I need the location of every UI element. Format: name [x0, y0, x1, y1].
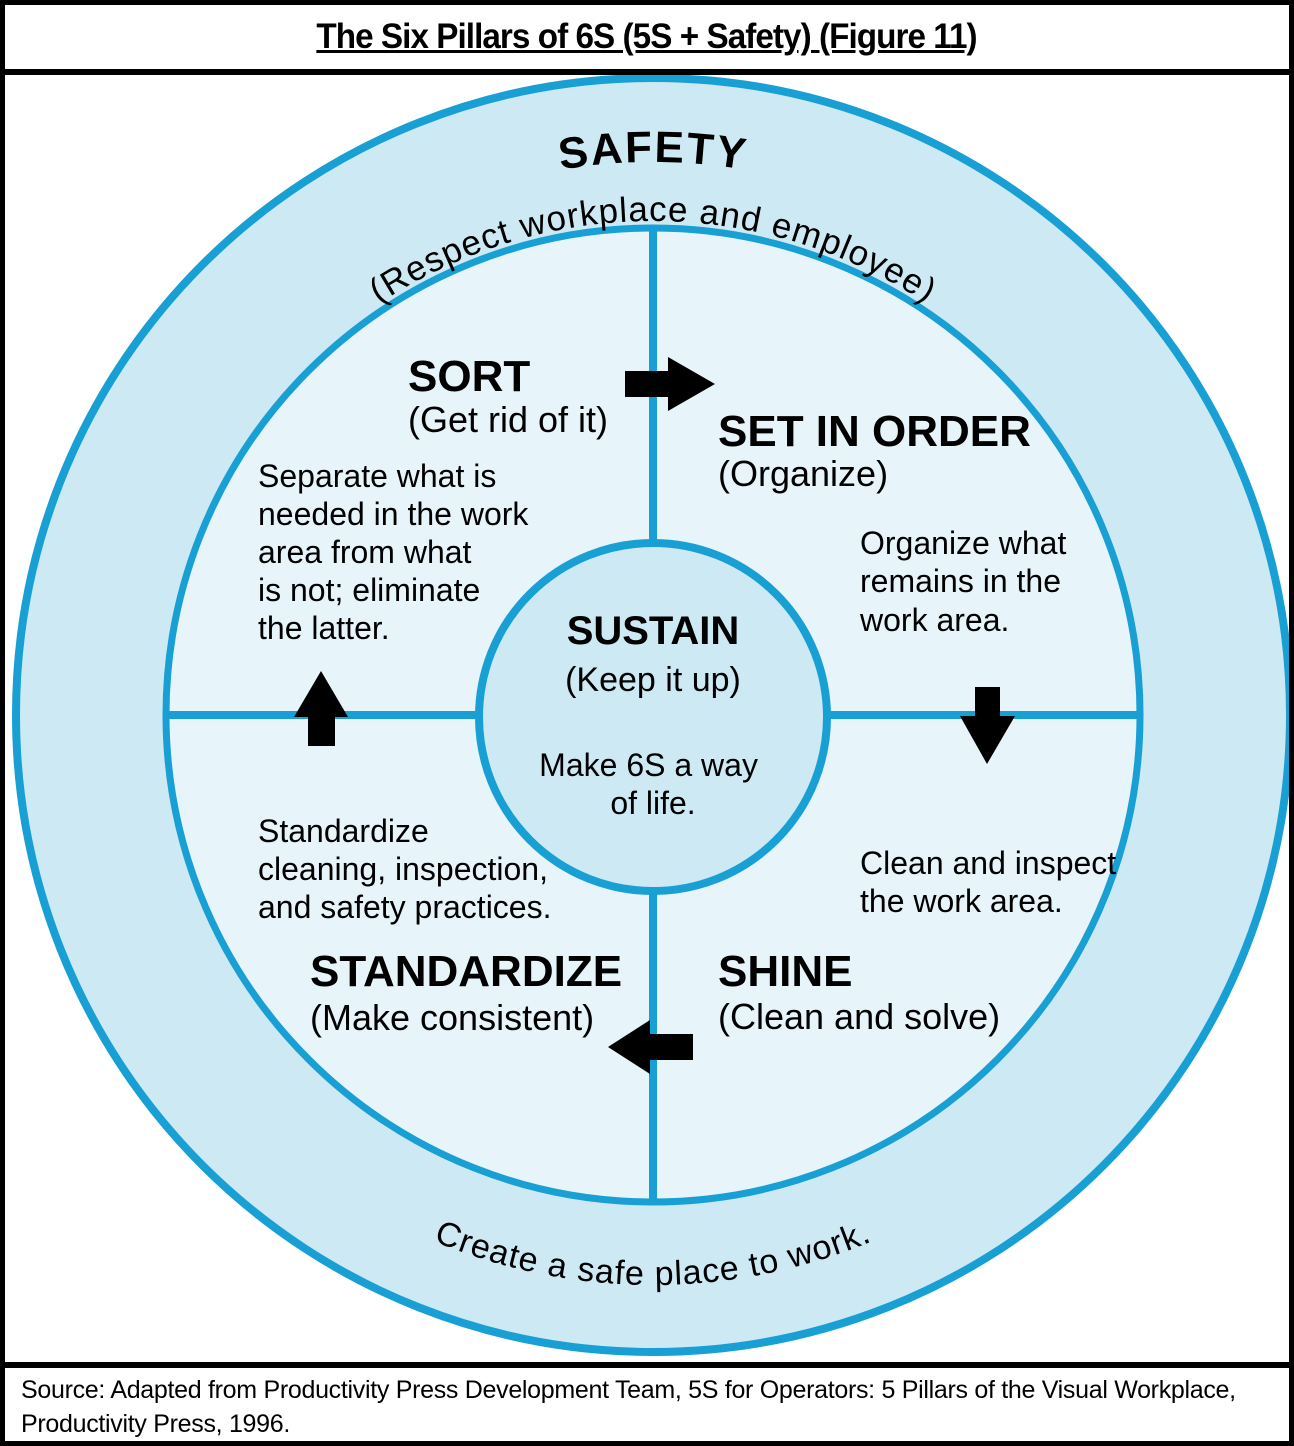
desc-line: the latter.: [258, 610, 390, 646]
desc-line: Organize what: [860, 525, 1066, 561]
desc-line: needed in the work: [258, 496, 529, 532]
set-in-order-description: Organize what remains in the work area.: [859, 525, 1075, 638]
desc-line: cleaning, inspection,: [258, 851, 548, 887]
safety-label: SAFETY: [555, 123, 751, 180]
shine-description: Clean and inspect the work area.: [860, 845, 1125, 919]
desc-line: of life.: [610, 785, 695, 821]
sustain-label: SUSTAIN: [567, 609, 740, 653]
arrow-set-in-order-to-shine-icon: [960, 687, 1015, 764]
sort-sublabel: (Get rid of it): [408, 399, 608, 440]
standardize-description: Standardize cleaning, inspection, and sa…: [258, 813, 557, 925]
standardize-sublabel: (Make consistent): [310, 997, 594, 1038]
desc-line: area from what: [258, 534, 472, 570]
sort-label: SORT: [408, 352, 530, 401]
arrow-sort-to-set-in-order-icon: [625, 357, 715, 411]
shine-sublabel: (Clean and solve): [718, 996, 1000, 1037]
arrow-shine-to-standardize-icon: [608, 1020, 693, 1074]
six-pillars-diagram: SAFETY (Respect workplace and employee) …: [12, 75, 1289, 1356]
safety-label-text: SAFETY: [555, 123, 749, 180]
set-in-order-sublabel: (Organize): [718, 453, 888, 494]
desc-line: is not; eliminate: [258, 572, 480, 608]
desc-line: remains in the: [860, 563, 1061, 599]
source-bar: Source: Adapted from Productivity Press …: [5, 1362, 1289, 1441]
center-sustain-circle: [475, 539, 831, 895]
desc-line: Make 6S a way: [539, 747, 758, 783]
sort-description: Separate what is needed in the work area…: [258, 458, 537, 646]
source-line-2: Productivity Press, 1996.: [21, 1410, 291, 1438]
desc-line: the work area.: [860, 883, 1063, 919]
desc-line: Standardize: [258, 813, 429, 849]
arrow-standardize-to-sort-icon: [294, 671, 348, 746]
desc-line: and safety practices.: [258, 889, 551, 925]
title-bar: The Six Pillars of 6S (5S + Safety) (Fig…: [5, 5, 1289, 75]
desc-line: Clean and inspect: [860, 845, 1116, 881]
sustain-description: Make 6S a way of life.: [539, 747, 767, 821]
desc-line: work area.: [859, 602, 1009, 638]
sustain-sublabel: (Keep it up): [565, 661, 741, 699]
diagram-area: SAFETY (Respect workplace and employee) …: [5, 75, 1289, 1362]
standardize-label: STANDARDIZE: [310, 947, 622, 996]
source-line-1: Source: Adapted from Productivity Press …: [21, 1376, 1236, 1404]
desc-line: Separate what is: [258, 458, 496, 494]
figure-title: The Six Pillars of 6S (5S + Safety) (Fig…: [316, 17, 978, 56]
set-in-order-label: SET IN ORDER: [718, 407, 1031, 456]
shine-label: SHINE: [718, 947, 852, 996]
